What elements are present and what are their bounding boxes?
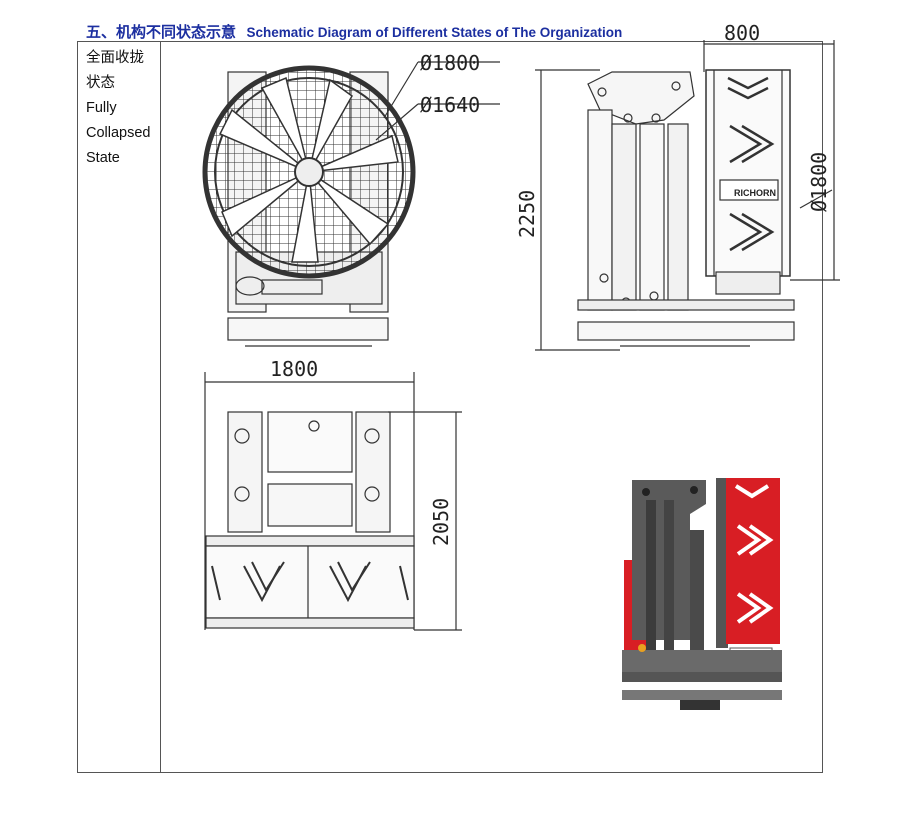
dim-diameter-outer: Ø1800 [420,51,480,75]
section-heading: 五、机构不同状态示意 Schematic Diagram of Differen… [86,21,622,42]
state-label-en-2: Collapsed [86,125,151,141]
state-label-en-1: Fully [86,100,117,116]
heading-en: Schematic Diagram of Different States of… [246,25,623,40]
side-view-logo: RICHORN [734,188,776,198]
heading-zh: 五、机构不同状态示意 [86,23,237,41]
dim-top-width: 800 [724,21,760,45]
dim-diameter-inner: Ø1640 [420,93,480,117]
dim-bottom-height: 2050 [429,498,453,546]
front-view-drawing [202,61,500,630]
dim-side-height: 2250 [515,190,539,238]
state-label-en-3: State [86,150,120,166]
state-label-zh-2: 状态 [86,75,115,91]
collapsed-render-image: »»»»»» [622,478,782,710]
content-table: 全面收拢 状态 Fully Collapsed State [77,41,823,773]
state-label-cell: 全面收拢 状态 Fully Collapsed State [78,42,161,772]
top-view-drawing [205,411,462,631]
dim-bottom-width: 1800 [270,357,318,381]
dim-side-diameter: Ø1800 [807,152,831,212]
side-view-drawing [535,40,840,351]
state-label-zh-1: 全面收拢 [86,50,144,66]
